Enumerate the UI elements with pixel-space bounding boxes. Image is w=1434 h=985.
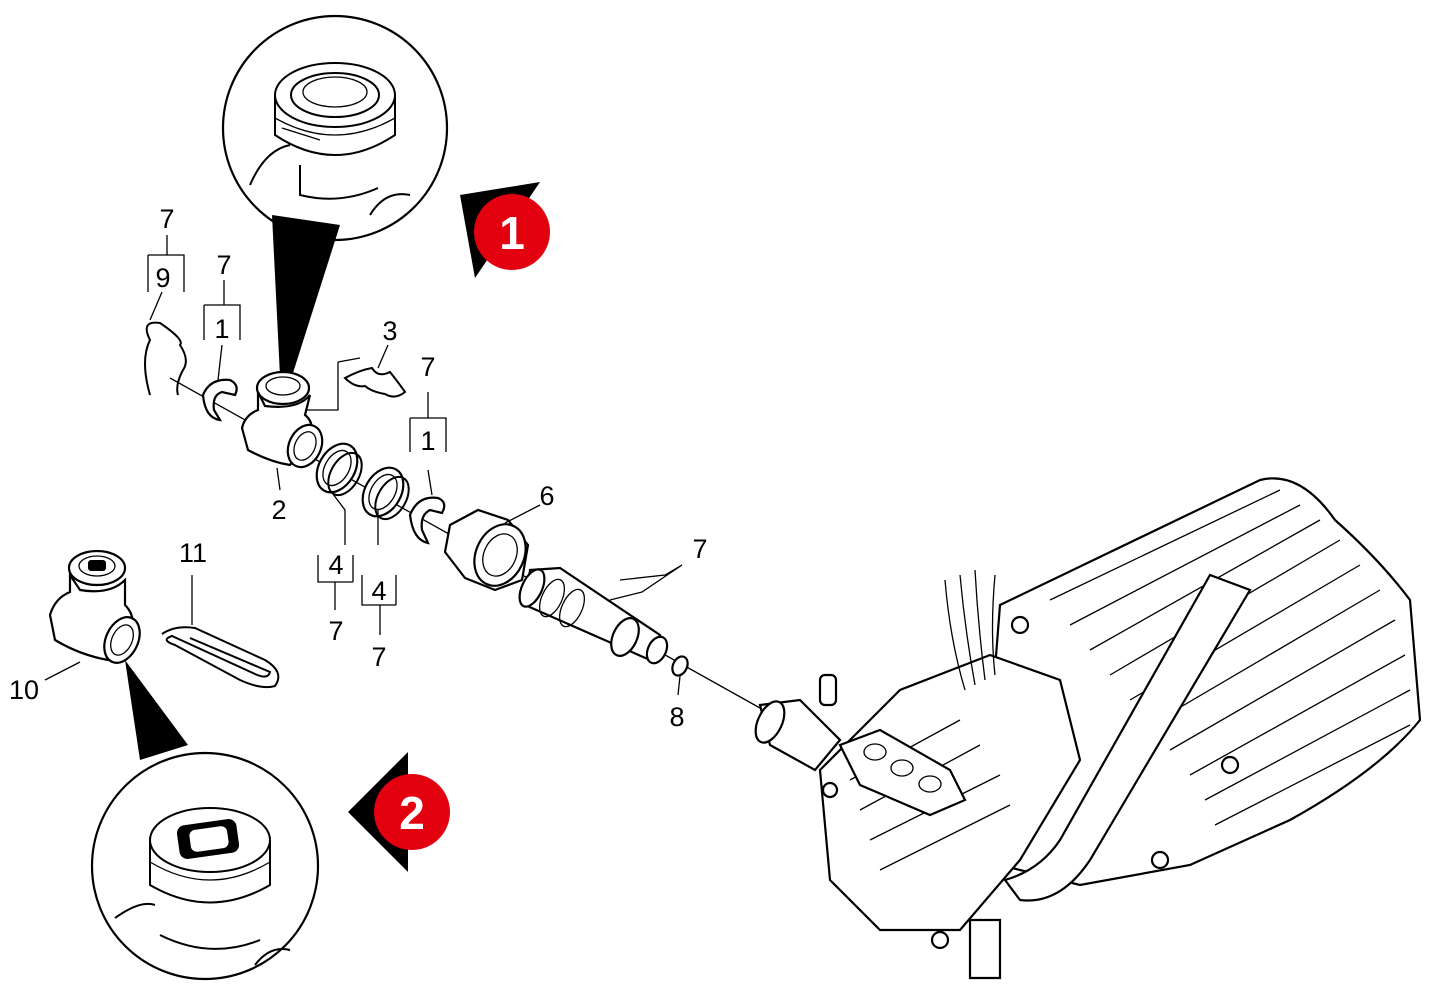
part-1-retaining-clip-left xyxy=(201,378,238,422)
label-part-6: 6 xyxy=(539,481,554,511)
part-10-tee-fitting xyxy=(48,549,141,664)
label-part-7-a: 7 xyxy=(216,250,231,280)
label-part-7-d: 7 xyxy=(371,642,386,672)
badge-number-1: 1 xyxy=(499,207,525,259)
part-2-tee-fitting xyxy=(240,370,324,469)
detail-view-1 xyxy=(221,14,449,376)
label-part-1-b: 1 xyxy=(420,426,435,456)
label-part-2: 2 xyxy=(271,495,286,525)
label-part-10: 10 xyxy=(9,675,39,705)
detail-view-2 xyxy=(90,660,320,981)
detail-badge-1: 1 xyxy=(460,182,550,278)
label-part-7-top: 7 xyxy=(159,204,174,234)
detail-badge-2: 2 xyxy=(348,752,450,872)
leader-lines xyxy=(44,235,683,696)
badge-number-2: 2 xyxy=(399,787,425,839)
label-part-7-c: 7 xyxy=(328,616,343,646)
label-part-7-e: 7 xyxy=(692,534,707,564)
valve-shaft xyxy=(518,566,669,665)
pump-motor-unit xyxy=(754,477,1422,980)
label-part-3: 3 xyxy=(382,316,397,346)
part-9-wire-clip xyxy=(144,321,187,396)
part-6-hex-nut xyxy=(443,508,530,592)
label-part-4-b: 4 xyxy=(371,576,386,606)
part-8-small-o-ring xyxy=(671,655,689,677)
part-3-gasket xyxy=(343,366,407,398)
label-part-4-a: 4 xyxy=(328,550,343,580)
label-part-1-a: 1 xyxy=(214,314,229,344)
part-4-o-ring-right xyxy=(361,466,410,521)
label-part-11: 11 xyxy=(179,538,207,568)
part-1-retaining-clip-right xyxy=(408,496,446,545)
part-labels: 7 9 7 1 3 7 1 2 6 4 7 4 7 7 11 10 8 xyxy=(9,204,708,732)
label-part-7-b: 7 xyxy=(420,352,435,382)
label-part-9: 9 xyxy=(155,263,170,293)
part-11-hairpin-clip xyxy=(161,626,280,689)
parts xyxy=(48,321,1422,980)
label-part-8: 8 xyxy=(669,702,684,732)
